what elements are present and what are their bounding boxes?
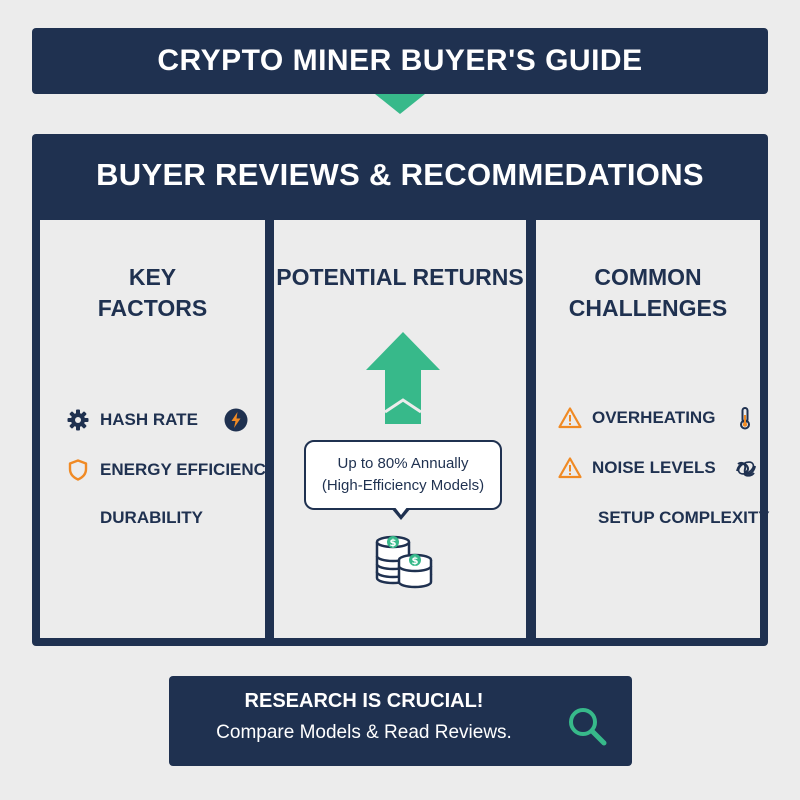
list-item-label: Noise Levels <box>592 458 716 477</box>
list-item-label: Durability <box>100 508 203 527</box>
tangled-wire-icon <box>734 456 758 480</box>
footer-banner: Research is Crucial! Compare Models & Re… <box>169 676 632 766</box>
svg-text:$: $ <box>390 538 397 549</box>
key-factors-title-line1: Key <box>128 264 177 290</box>
up-arrow-icon <box>366 332 440 424</box>
list-item-setup-complexity: Setup Complexity <box>598 508 770 528</box>
potential-returns-title: Potential Returns <box>276 264 524 290</box>
key-factors-title-line2: Factors <box>97 295 208 321</box>
potential-returns-column: Potential Returns Up to 80% Annually (Hi… <box>274 220 526 638</box>
warning-icon <box>558 406 582 430</box>
key-factors-column: Key Factors <box>40 220 277 638</box>
warning-icon <box>558 456 582 480</box>
common-challenges-title: Common Challenges <box>536 262 760 324</box>
common-challenges-title-line2: Challenges <box>568 295 728 321</box>
shield-icon <box>66 458 90 482</box>
reviews-panel: Buyer Reviews & Recommedations Key Facto… <box>32 134 770 646</box>
callout-tail-inner <box>394 506 408 515</box>
list-item-energy-efficiency: Energy Efficiency <box>66 458 277 482</box>
header-banner: Crypto Miner Buyer's Guide <box>32 28 768 94</box>
list-item-label: Energy Efficiency <box>100 460 278 479</box>
page-title: Crypto Miner Buyer's Guide <box>157 44 643 77</box>
list-item-label: Hash Rate <box>100 410 198 429</box>
svg-text:$: $ <box>412 556 419 567</box>
coin-stack-icon: $ $ <box>375 535 433 589</box>
search-icon <box>569 708 607 746</box>
list-item-label: Setup Complexity <box>598 508 770 527</box>
key-factors-title: Key Factors <box>40 262 265 324</box>
panel-title: Buyer Reviews & Recommedations <box>96 157 704 192</box>
common-challenges-title-line1: Common <box>594 264 702 290</box>
callout-line2: (High-Efficiency Models) <box>321 477 485 494</box>
footer-subtext: Compare Models & Read Reviews. <box>216 722 512 743</box>
lightning-icon <box>224 408 248 432</box>
thermometer-icon <box>733 406 757 430</box>
down-pointer-icon <box>375 94 425 114</box>
returns-callout: Up to 80% Annually (High-Efficiency Mode… <box>304 440 502 510</box>
gear-icon <box>66 408 90 432</box>
list-item-hash-rate: Hash Rate <box>66 408 248 432</box>
footer-heading: Research is Crucial! <box>244 690 484 712</box>
callout-line1: Up to 80% Annually <box>337 455 469 472</box>
list-item-noise-levels: Noise Levels <box>558 456 758 480</box>
common-challenges-column: Common Challenges Overheating <box>536 220 770 638</box>
list-item-label: Overheating <box>592 408 716 427</box>
list-item-durability: Durability <box>100 508 203 528</box>
list-item-overheating: Overheating <box>558 406 757 430</box>
panel-header: Buyer Reviews & Recommedations <box>32 134 768 216</box>
